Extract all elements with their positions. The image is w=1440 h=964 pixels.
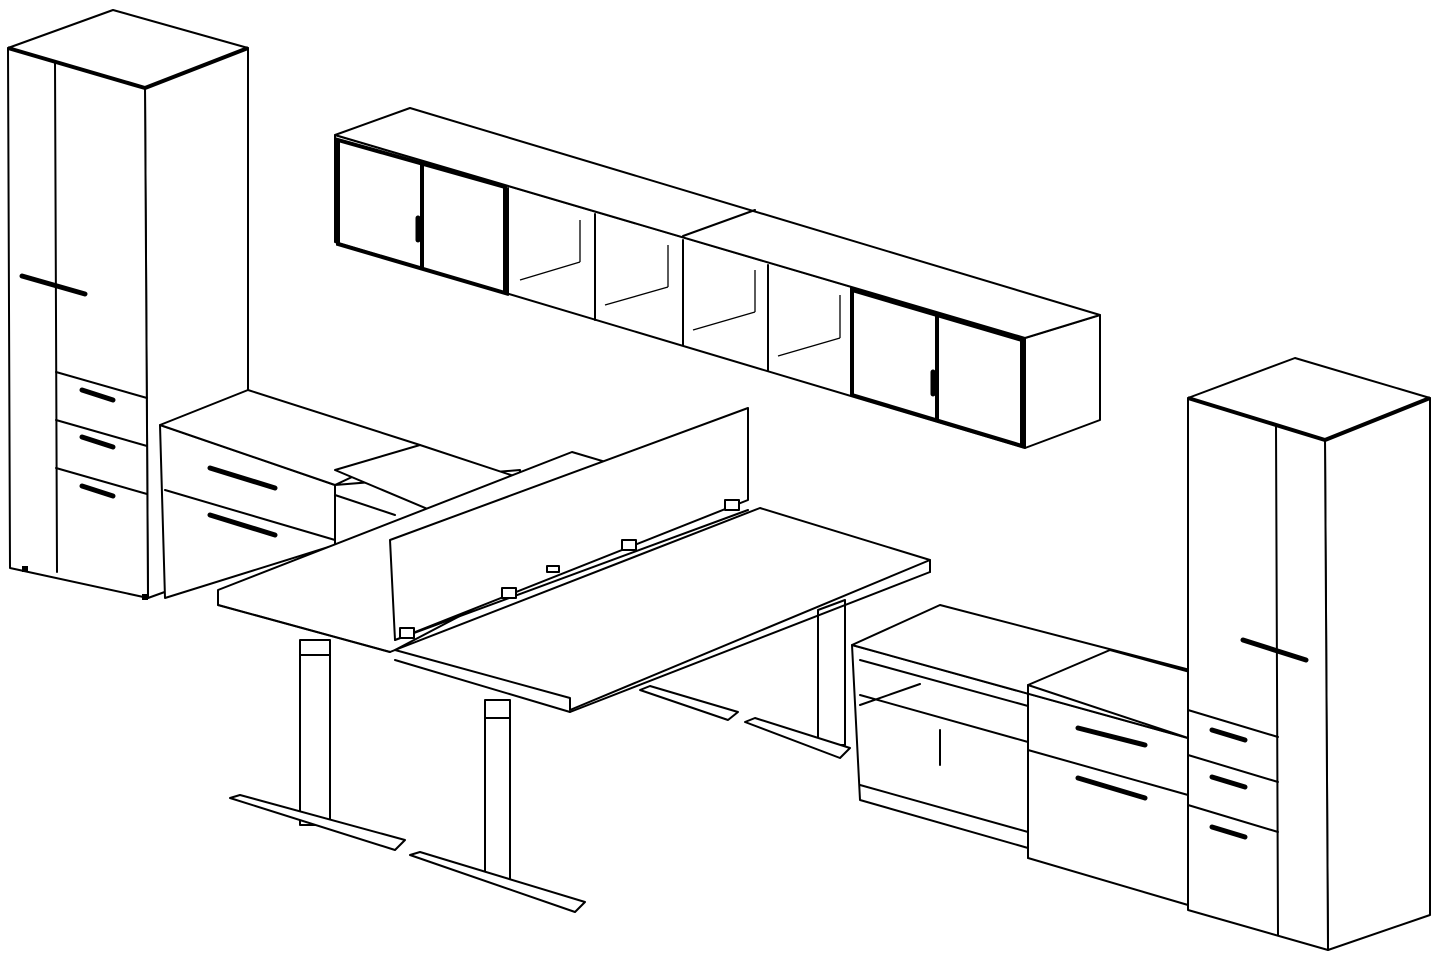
hutch-door-left bbox=[336, 137, 507, 296]
wall-mounted-hutch bbox=[334, 107, 1101, 449]
screen-clamp bbox=[399, 627, 415, 639]
screen-clamp bbox=[621, 539, 637, 551]
privacy-screen-panel bbox=[389, 407, 749, 641]
power-grommet bbox=[546, 565, 560, 573]
hutch-door-right bbox=[850, 287, 1024, 449]
right-tall-storage-cabinet bbox=[1187, 357, 1431, 951]
screen-clamp bbox=[501, 587, 517, 599]
right-credenza bbox=[851, 604, 1191, 906]
door-handle bbox=[19, 273, 88, 297]
door-handle bbox=[1240, 637, 1309, 663]
screen-clamp bbox=[724, 499, 740, 511]
sit-stand-desk-right bbox=[394, 507, 931, 913]
